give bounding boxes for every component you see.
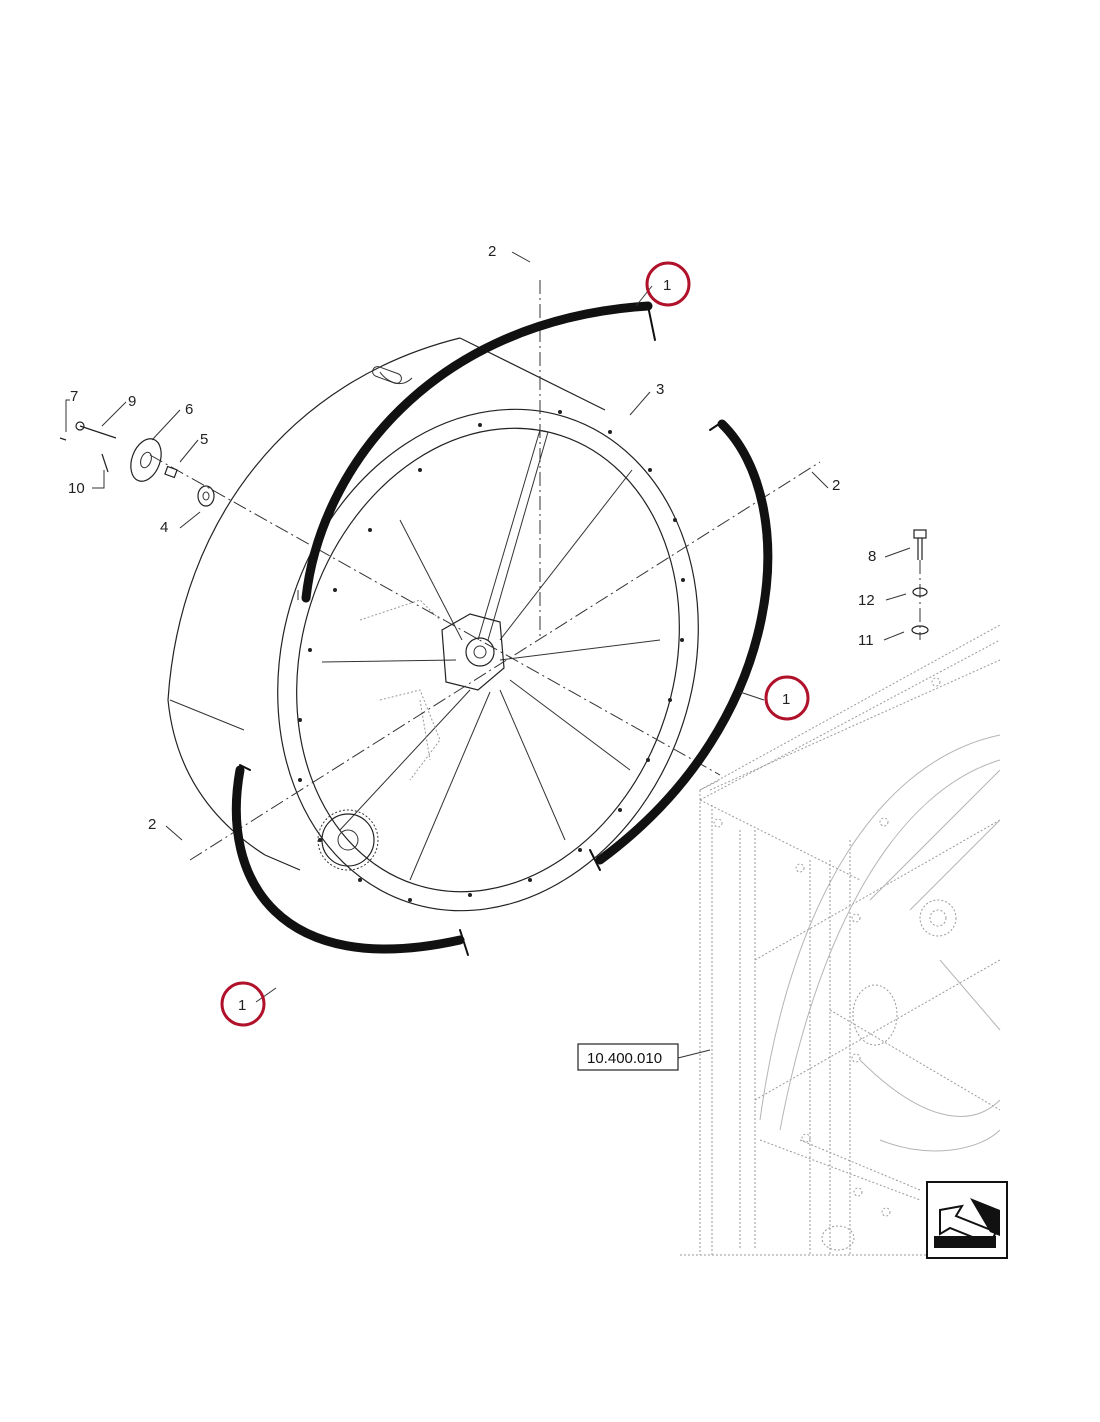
arrow-down-left-icon[interactable]: [926, 1181, 1008, 1259]
callout-2-top: 2: [488, 243, 496, 260]
axis-lines: [149, 280, 921, 861]
bolt-stack: [911, 529, 929, 635]
drum-housing: [167, 337, 606, 871]
highlight-callout-1-top: 1: [645, 261, 691, 307]
machine-frame-ghost: [680, 624, 1001, 1256]
reference-box[interactable]: 10.400.010: [577, 1043, 679, 1071]
svg-text:10.400.010: 10.400.010: [587, 1050, 662, 1067]
svg-text:1: 1: [663, 277, 671, 294]
callout-9: 9: [128, 393, 136, 410]
callout-11: 11: [858, 632, 874, 649]
svg-text:1: 1: [782, 691, 790, 708]
callout-5: 5: [200, 431, 208, 448]
wheel-ring: [277, 408, 699, 912]
seal-segment-right: [589, 419, 773, 871]
callout-12: 12: [858, 592, 875, 609]
callout-8: 8: [868, 548, 876, 565]
callout-6: 6: [185, 401, 193, 418]
hub-fasteners: [59, 421, 215, 507]
highlight-callout-1-right: 1: [764, 675, 810, 721]
callout-2-right: 2: [832, 477, 840, 494]
seal-segment-bottom: [231, 764, 469, 956]
callout-7: 7: [70, 388, 78, 405]
callout-10: 10: [68, 480, 85, 497]
callout-2-left: 2: [148, 816, 156, 833]
svg-text:1: 1: [238, 997, 246, 1014]
seal-segment-top: [301, 301, 656, 603]
leader-lines: [65, 251, 911, 1059]
callout-3: 3: [656, 381, 664, 398]
highlight-callout-1-bottom: 1: [220, 981, 266, 1027]
callout-4: 4: [160, 519, 168, 536]
